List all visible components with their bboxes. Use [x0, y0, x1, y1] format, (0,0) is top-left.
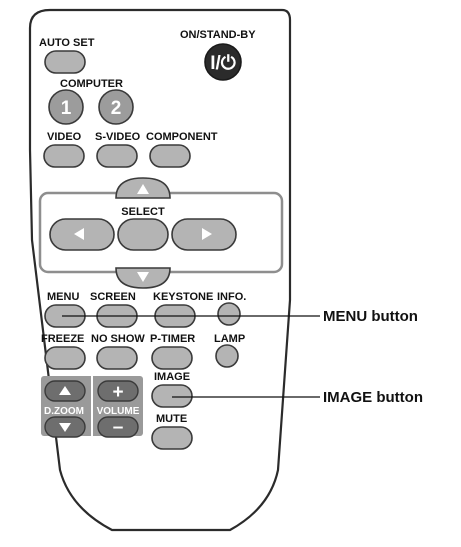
- component-label: COMPONENT: [146, 131, 218, 143]
- power-button[interactable]: [204, 43, 242, 81]
- computer-2-button[interactable]: [98, 89, 134, 125]
- no-show-label: NO SHOW: [91, 333, 145, 345]
- video-button[interactable]: [43, 144, 85, 168]
- menu-button-callout: MENU button: [323, 308, 418, 325]
- volume-up-button[interactable]: [97, 380, 139, 402]
- lamp-button[interactable]: [215, 344, 239, 368]
- arrow-down-icon: [137, 272, 149, 282]
- volume-down-button[interactable]: [97, 416, 139, 438]
- arrow-left-icon: [74, 228, 84, 240]
- image-button[interactable]: [151, 384, 193, 408]
- on-standby-label: ON/STAND-BY: [180, 29, 256, 41]
- freeze-button[interactable]: [44, 346, 86, 370]
- zoom-down-icon: [59, 423, 71, 432]
- component-button[interactable]: [149, 144, 191, 168]
- p-timer-label: P-TIMER: [150, 333, 195, 345]
- computer-1-number: 1: [61, 98, 72, 119]
- plus-icon: +: [112, 382, 123, 403]
- select-label: SELECT: [121, 206, 165, 218]
- keystone-label: KEYSTONE: [153, 291, 213, 303]
- freeze-label: FREEZE: [41, 333, 84, 345]
- d-zoom-label: D.ZOOM: [44, 406, 84, 417]
- info-label: INFO.: [217, 291, 246, 303]
- auto-set-button[interactable]: [44, 50, 86, 74]
- lamp-label: LAMP: [214, 333, 245, 345]
- power-icon: I/⏻: [210, 53, 236, 74]
- image-button-callout: IMAGE button: [323, 389, 423, 406]
- s-video-button[interactable]: [96, 144, 138, 168]
- no-show-button[interactable]: [96, 346, 138, 370]
- menu-label: MENU: [47, 291, 79, 303]
- mute-label: MUTE: [156, 413, 187, 425]
- mute-button[interactable]: [151, 426, 193, 450]
- arrow-right-icon: [202, 228, 212, 240]
- computer-1-button[interactable]: [48, 89, 84, 125]
- video-label: VIDEO: [47, 131, 82, 143]
- image-label: IMAGE: [154, 371, 190, 383]
- screen-label: SCREEN: [90, 291, 136, 303]
- select-center-button[interactable]: [117, 218, 169, 251]
- computer-2-number: 2: [111, 98, 122, 119]
- info-button[interactable]: [217, 302, 241, 326]
- zoom-up-icon: [59, 386, 71, 395]
- volume-label: VOLUME: [97, 406, 140, 417]
- computer-label: COMPUTER: [60, 78, 123, 90]
- auto-set-label: AUTO SET: [39, 37, 95, 49]
- s-video-label: S-VIDEO: [95, 131, 141, 143]
- arrow-up-icon: [137, 184, 149, 194]
- minus-icon: –: [113, 417, 124, 438]
- p-timer-button[interactable]: [151, 346, 193, 370]
